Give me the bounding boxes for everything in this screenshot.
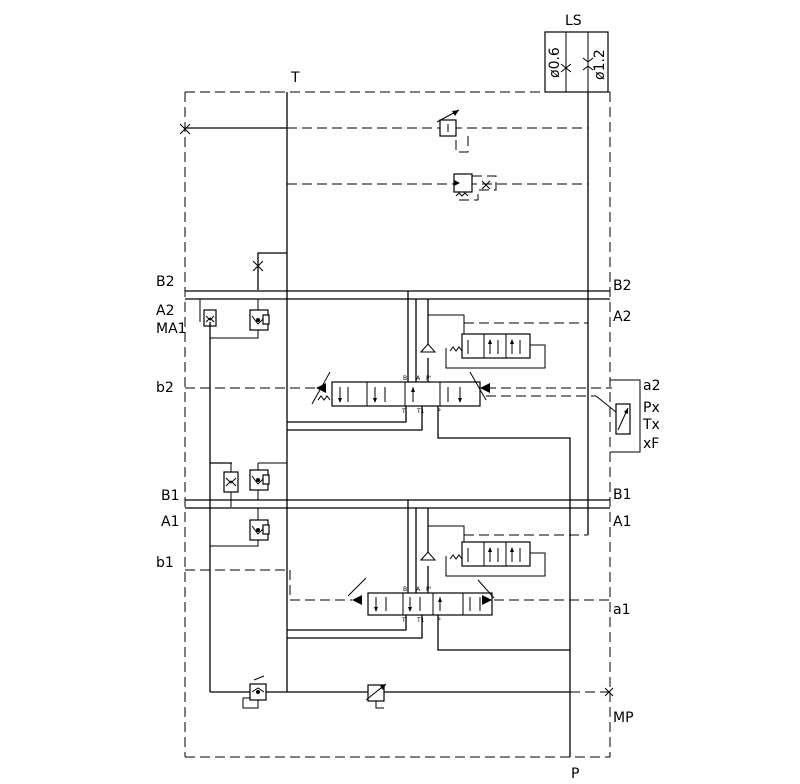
pilot-relief-section: [179, 109, 588, 290]
label-A1-left: A1: [161, 514, 179, 530]
label-T: T: [290, 70, 300, 86]
label-A2-left: A2: [156, 303, 174, 319]
label-Px: Px: [643, 400, 660, 416]
label-a1: a1: [613, 602, 631, 618]
pressure-compensator-bottom: [365, 683, 387, 709]
label-A1-right: A1: [613, 514, 631, 530]
spool1-port-P: P: [437, 617, 441, 624]
label-B2-right: B2: [613, 278, 632, 294]
ls-orifice-block: ø0.6 ø1.2: [544, 31, 609, 535]
label-LS: LS: [565, 13, 582, 29]
section-1-lines: [185, 499, 612, 601]
spool2-port-P: P: [437, 408, 441, 415]
shock-valve-section1: [210, 508, 270, 547]
spool1-port-T1: T1: [416, 617, 425, 624]
main-relief-valve: [242, 675, 267, 709]
section-2-lines: [185, 290, 612, 397]
relief-valve-lower: [453, 173, 497, 201]
check-section1-upper: [223, 463, 239, 507]
spool-block-section1: B A P' T T1 P: [287, 500, 588, 651]
spool1-port-Pp: P': [426, 586, 432, 593]
spool2-port-A: A: [416, 375, 421, 382]
spool1-port-A: A: [416, 586, 421, 593]
label-MA1: MA1: [156, 321, 187, 337]
label-B2-left: B2: [156, 274, 175, 290]
right-pilot-block: [595, 379, 641, 453]
spool1-port-B: B: [403, 586, 407, 593]
orifice-label-06: ø0.6: [547, 47, 563, 78]
label-Tx: Tx: [642, 417, 660, 433]
spool2-port-T1: T1: [416, 408, 425, 415]
label-A2-right: A2: [613, 309, 631, 325]
bottom-section: [210, 675, 614, 709]
spool2-port-B: B: [403, 375, 407, 382]
orifice-label-12: ø1.2: [592, 49, 608, 80]
label-b1: b1: [156, 555, 174, 571]
outer-boundary: [184, 91, 611, 758]
spool-block-section2: B A P' T T1 P: [287, 291, 641, 757]
label-a2: a2: [643, 378, 661, 394]
compensator-section2: [419, 299, 588, 382]
spool2-port-Pp: P': [426, 375, 432, 382]
label-P: P: [571, 766, 579, 782]
shock-valve-section1-upper: [249, 462, 287, 500]
label-b2: b2: [156, 380, 174, 396]
ma1-check: [203, 309, 217, 327]
middle-connections: [209, 322, 287, 692]
spool2-port-T: T: [401, 408, 406, 415]
label-xF: xF: [643, 436, 659, 452]
port-labels: T LS B2 A2 MA1 b2 B1 A1 b1 B2 A2 a2 Px T…: [156, 13, 661, 782]
compensator-section1: [419, 508, 588, 593]
relief-valve-upper: [436, 109, 469, 153]
label-B1-left: B1: [161, 488, 180, 504]
spool1-port-T: T: [401, 617, 406, 624]
shock-valve-section2: [210, 299, 270, 339]
label-MP: MP: [613, 710, 634, 726]
label-B1-right: B1: [613, 487, 632, 503]
